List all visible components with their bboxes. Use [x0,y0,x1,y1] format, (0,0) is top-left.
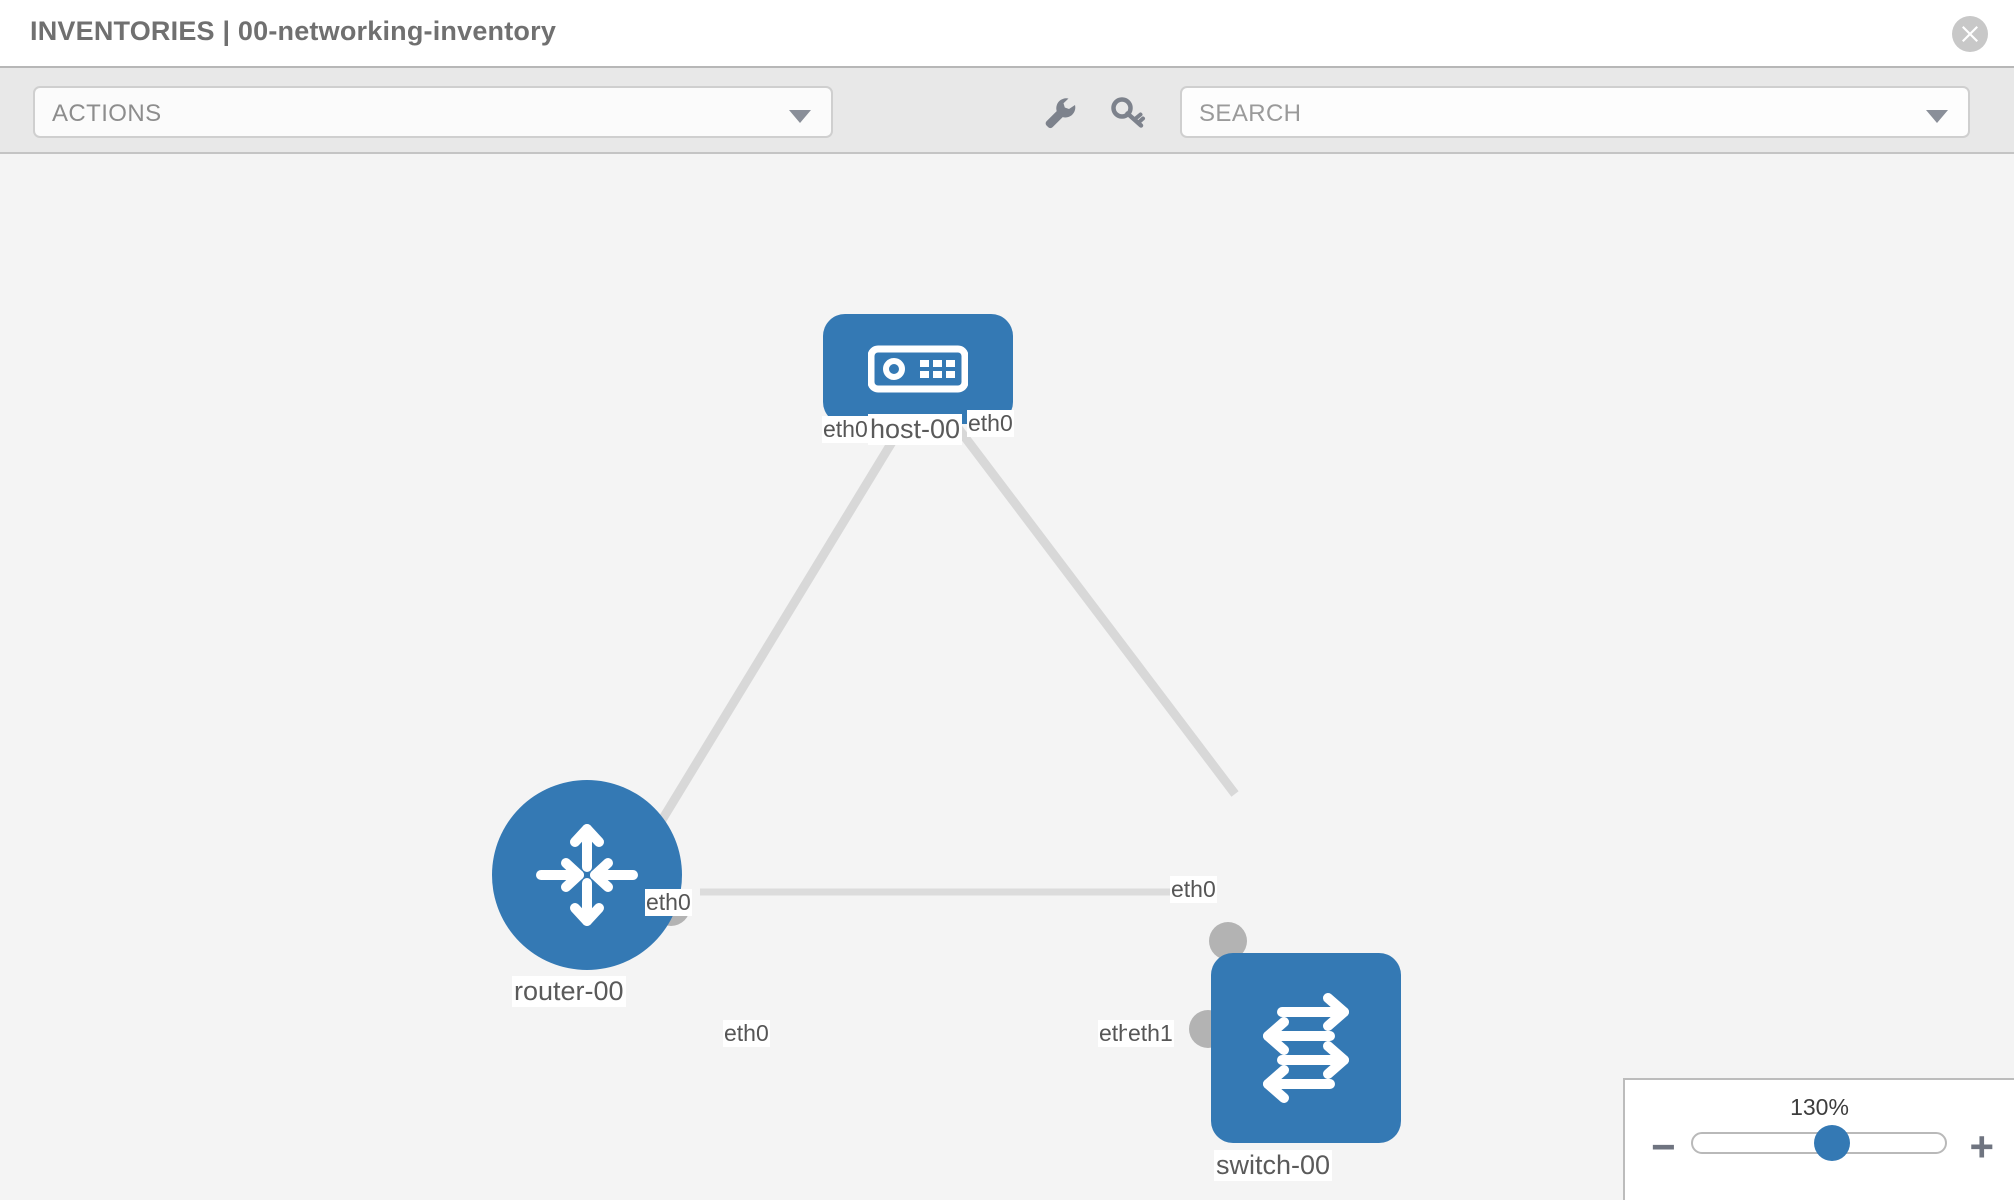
zoom-control-panel: 130% − + [1623,1078,2014,1200]
node-host-00[interactable]: host-00 [823,314,1013,514]
edge-label-switch-up: eth0 [1170,876,1217,903]
node-label-router-00: router-00 [512,976,626,1007]
edge-label-router-right: eth0 [723,1020,770,1047]
router-arrows-icon [536,824,638,926]
node-router-00[interactable]: router-00 [492,780,690,1030]
node-switch-00[interactable]: switch-00 [1189,914,1401,1181]
switch-arrows-icon [1263,993,1349,1103]
zoom-out-button[interactable]: − [1651,1123,1676,1170]
page-header: INVENTORIES | 00-networking-inventory [0,0,2014,68]
zoom-slider[interactable] [1691,1125,1947,1161]
wrench-icon[interactable] [1039,92,1081,134]
server-device-icon [868,345,968,393]
edge-label-router-up: eth0 [645,889,692,916]
zoom-slider-thumb[interactable] [1813,1125,1850,1161]
edge-label-switch-left: eth1 [1127,1020,1174,1047]
node-label-host-00: host-00 [868,414,963,445]
search-input[interactable]: SEARCH [1180,86,1970,138]
switch-node-shape [1211,953,1401,1143]
zoom-level-value: 130% [1790,1094,1849,1120]
edge-label-host-left: eth0 [822,416,869,443]
edge-label-host-right: eth0 [967,410,1014,437]
topology-links [616,421,1239,896]
toolbar: ACTIONS SEARCH [0,68,2014,154]
key-icon[interactable] [1108,92,1150,134]
chevron-down-icon [789,110,811,123]
close-icon[interactable] [1952,16,1988,52]
chevron-down-icon [1926,110,1948,123]
router-node-shape [492,780,682,970]
actions-dropdown-label: ACTIONS [52,100,162,127]
edge-label-switch-left-back: eth [1098,1020,1132,1047]
actions-dropdown[interactable]: ACTIONS [33,86,833,138]
node-label-switch-00: switch-00 [1214,1150,1333,1181]
topology-canvas[interactable]: host-00 eth0 eth0 [0,154,2014,1200]
host-node-shape [823,314,1013,424]
zoom-in-button[interactable]: + [1969,1123,1994,1170]
page-title: INVENTORIES | 00-networking-inventory [30,16,557,46]
search-placeholder: SEARCH [1199,100,1302,127]
